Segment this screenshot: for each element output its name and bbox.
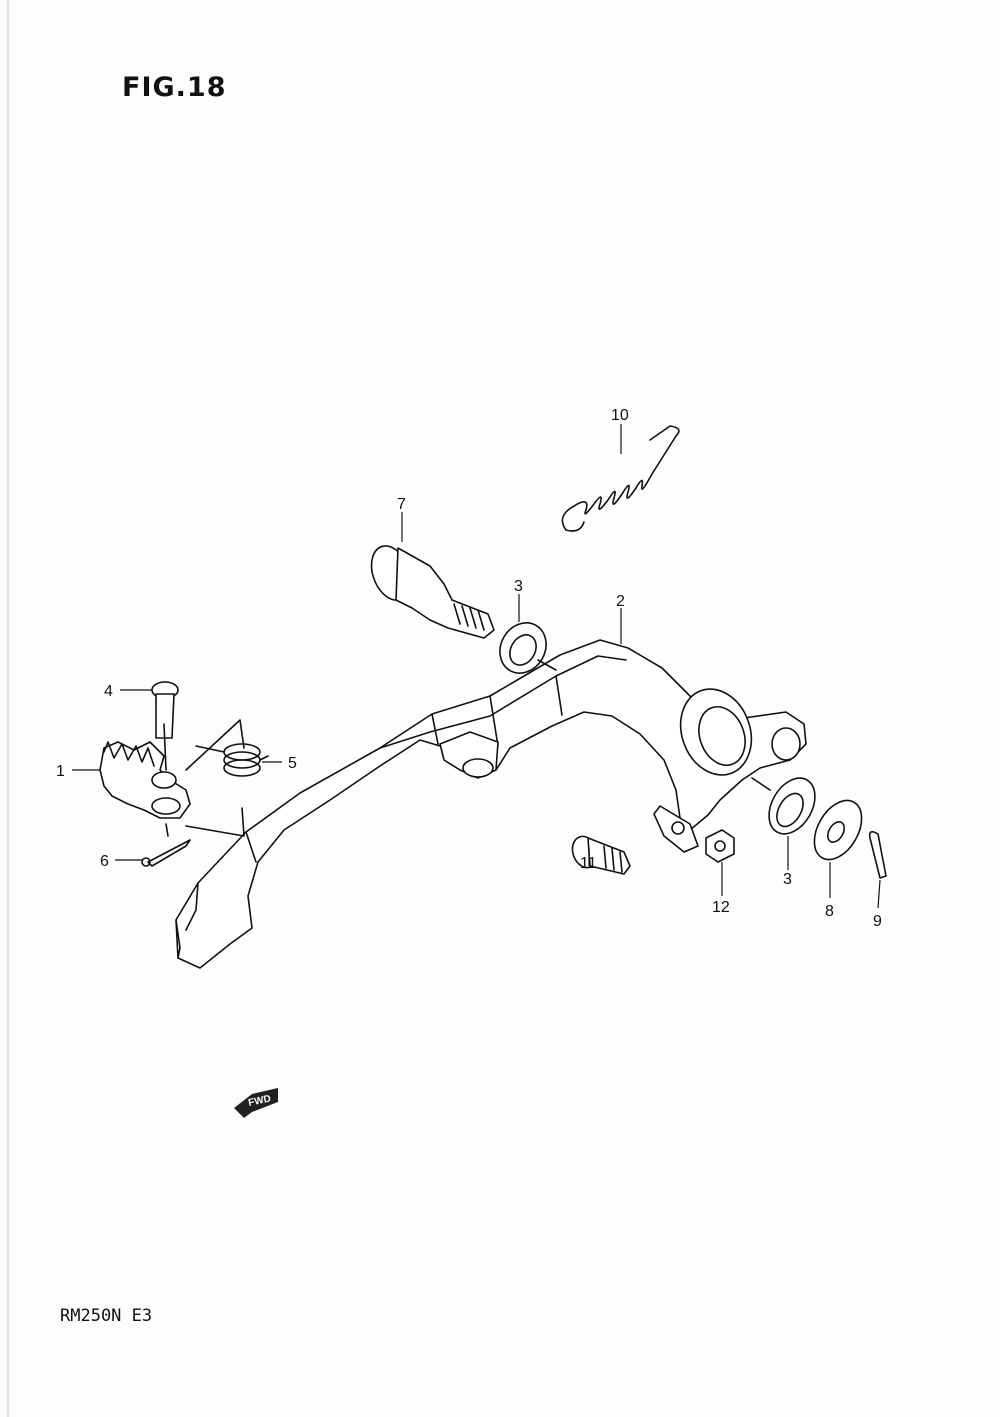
cotter-pin-large-part [868, 830, 887, 879]
figure-title: FIG.18 [122, 72, 227, 103]
return-spring-small-part [195, 743, 269, 777]
leader-lines [72, 424, 881, 909]
callout-8: 8 [825, 903, 834, 920]
bolt-part [571, 835, 631, 875]
callout-3-upper: 3 [514, 578, 523, 595]
cotter-pin-small-part [141, 823, 191, 867]
seal-upper-part [499, 622, 557, 674]
washer-part [813, 799, 863, 861]
return-spring-part [561, 425, 680, 532]
callout-4: 4 [104, 683, 113, 700]
callout-2: 2 [616, 593, 625, 610]
callout-7: 7 [397, 496, 406, 513]
seal-lower-part [751, 777, 816, 835]
callout-6: 6 [100, 853, 109, 870]
nut-part [705, 829, 735, 863]
fwd-direction-marker: FWD [234, 1088, 278, 1118]
callout-11: 11 [580, 855, 597, 872]
callout-5: 5 [288, 755, 297, 772]
pivot-bolt-part [370, 545, 495, 639]
callout-1: 1 [56, 763, 65, 780]
brake-pedal-part [175, 639, 807, 969]
model-code: RM250N E3 [60, 1306, 153, 1326]
clevis-pin-part [151, 681, 179, 771]
callout-9: 9 [873, 913, 882, 930]
fwd-label: FWD [247, 1093, 272, 1108]
callout-12: 12 [712, 899, 730, 916]
pedal-tip-part [99, 719, 245, 837]
callout-10: 10 [611, 407, 629, 424]
callout-3-lower: 3 [783, 871, 792, 888]
